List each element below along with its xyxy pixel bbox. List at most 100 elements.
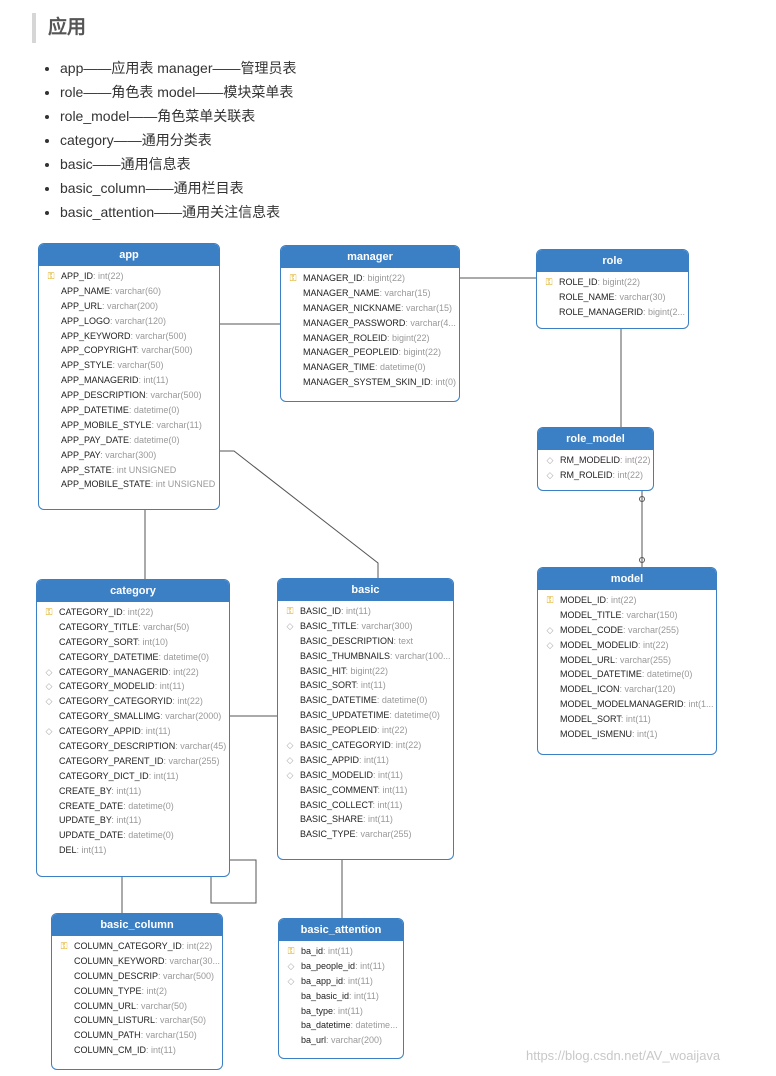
column-name: DEL bbox=[59, 845, 77, 856]
table-columns: ⚿MODEL_ID: int(22)MODEL_TITLE: varchar(1… bbox=[538, 590, 716, 748]
column-row: UPDATE_BY: int(11) bbox=[37, 813, 229, 828]
column-row: ba_datetime: datetime... bbox=[279, 1018, 403, 1033]
column-type: : varchar(60) bbox=[110, 285, 162, 296]
column-row: APP_DESCRIPTION: varchar(500) bbox=[39, 388, 219, 403]
column-type: : datetime(0) bbox=[128, 405, 180, 416]
column-row: MODEL_SORT: int(11) bbox=[538, 712, 716, 727]
column-type: : int(0) bbox=[430, 377, 457, 388]
column-name: APP_DESCRIPTION bbox=[61, 390, 146, 401]
column-name: ROLE_MANAGERID bbox=[559, 306, 644, 317]
column-name: MANAGER_NICKNAME bbox=[303, 302, 402, 313]
column-row: APP_KEYWORD: varchar(500) bbox=[39, 329, 219, 344]
foreign-key-diamond-icon: ◇ bbox=[45, 726, 53, 737]
column-row: COLUMN_URL: varchar(50) bbox=[52, 999, 222, 1014]
column-type: : varchar(300) bbox=[356, 620, 413, 631]
column-name: BASIC_APPID bbox=[300, 754, 360, 765]
column-type: : bigint(2... bbox=[643, 306, 686, 317]
column-row: UPDATE_DATE: datetime(0) bbox=[37, 828, 229, 843]
column-type: : int(11) bbox=[138, 375, 169, 386]
column-name: APP_DATETIME bbox=[61, 405, 129, 416]
list-item: role——角色表 model——模块菜单表 bbox=[60, 80, 297, 104]
column-name: ROLE_ID bbox=[559, 277, 598, 287]
relation-line-app-basic bbox=[219, 450, 379, 578]
column-type: : int(22) bbox=[168, 666, 199, 677]
column-type: : int(11) bbox=[349, 990, 379, 1001]
column-row: MANAGER_PEOPLEID: bigint(22) bbox=[281, 345, 459, 360]
column-type: : varchar(15) bbox=[401, 302, 453, 313]
foreign-key-diamond-icon: ◇ bbox=[286, 769, 294, 780]
table-columns: ⚿BASIC_ID: int(11)◇BASIC_TITLE: varchar(… bbox=[278, 601, 453, 848]
column-name: BASIC_COLLECT bbox=[300, 799, 373, 810]
column-name: COLUMN_TYPE bbox=[74, 985, 142, 996]
relation-line-category-self bbox=[210, 859, 257, 904]
column-row: COLUMN_PATH: varchar(150) bbox=[52, 1028, 222, 1043]
column-row: MODEL_ICON: varchar(120) bbox=[538, 682, 716, 697]
column-type: : varchar(255) bbox=[623, 624, 680, 635]
table-title: app bbox=[39, 244, 219, 266]
column-type: : int(11) bbox=[76, 845, 107, 856]
column-name: BASIC_UPDATETIME bbox=[300, 710, 390, 721]
column-name: BASIC_THUMBNAILS bbox=[300, 650, 391, 661]
column-type: : bigint(22) bbox=[597, 277, 641, 287]
column-type: : int(11) bbox=[148, 770, 179, 781]
foreign-key-diamond-icon: ◇ bbox=[286, 754, 294, 765]
table-title: category bbox=[37, 580, 229, 602]
column-row: CATEGORY_DATETIME: datetime(0) bbox=[37, 650, 229, 665]
column-type: : varchar(255) bbox=[163, 755, 220, 766]
primary-key-icon: ⚿ bbox=[545, 277, 553, 287]
table-manager: manager ⚿MANAGER_ID: bigint(22)MANAGER_N… bbox=[280, 245, 460, 402]
column-name: RM_MODELID bbox=[560, 455, 621, 465]
column-row: ⚿CATEGORY_ID: int(22) bbox=[37, 605, 229, 620]
column-row: CATEGORY_DESCRIPTION: varchar(45) bbox=[37, 739, 229, 754]
column-name: UPDATE_BY bbox=[59, 815, 112, 826]
column-name: APP_STYLE bbox=[61, 360, 113, 371]
column-name: APP_KEYWORD bbox=[61, 330, 131, 341]
column-type: : int(11) bbox=[377, 784, 408, 795]
table-app: app ⚿APP_ID: int(22)APP_NAME: varchar(60… bbox=[38, 243, 220, 510]
column-name: COLUMN_CATEGORY_ID bbox=[74, 941, 182, 951]
column-row: MANAGER_NAME: varchar(15) bbox=[281, 286, 459, 301]
table-title: model bbox=[538, 568, 716, 590]
column-type: : text bbox=[393, 635, 414, 646]
foreign-key-diamond-icon: ◇ bbox=[45, 666, 53, 677]
column-name: COLUMN_DESCRIP bbox=[74, 970, 159, 981]
column-name: BASIC_DATETIME bbox=[300, 695, 377, 706]
table-basic-column: basic_column ⚿COLUMN_CATEGORY_ID: int(22… bbox=[51, 913, 223, 1070]
column-row: APP_COPYRIGHT: varchar(500) bbox=[39, 343, 219, 358]
column-name: COLUMN_PATH bbox=[74, 1030, 141, 1041]
column-row: APP_MANAGERID: int(11) bbox=[39, 373, 219, 388]
column-type: : int(11) bbox=[140, 726, 171, 737]
column-row: ◇RM_MODELID: int(22) bbox=[538, 453, 653, 468]
column-row: APP_STYLE: varchar(50) bbox=[39, 358, 219, 373]
column-type: : varchar(120) bbox=[110, 315, 167, 326]
column-type: : int(22) bbox=[606, 595, 637, 605]
column-type: : int(11) bbox=[363, 814, 393, 825]
column-row: MODEL_DATETIME: datetime(0) bbox=[538, 667, 716, 682]
column-row: ba_type: int(11) bbox=[279, 1004, 403, 1019]
column-type: : varchar(300) bbox=[100, 449, 157, 460]
column-type: : varchar(500) bbox=[145, 390, 202, 401]
column-type: : bigint(22) bbox=[387, 332, 430, 343]
column-name: MODEL_MODELID bbox=[560, 639, 639, 650]
column-name: MODEL_DATETIME bbox=[560, 669, 642, 680]
column-name: ba_type bbox=[301, 1005, 334, 1016]
column-row: CATEGORY_TITLE: varchar(50) bbox=[37, 620, 229, 635]
column-row: BASIC_DESCRIPTION: text bbox=[278, 634, 453, 649]
column-row: ⚿ ROLE_ID: bigint(22) bbox=[537, 275, 688, 290]
table-title: basic_column bbox=[52, 914, 222, 936]
column-name: UPDATE_DATE bbox=[59, 830, 124, 841]
column-type: : varchar(30... bbox=[164, 955, 221, 966]
column-name: APP_STATE bbox=[61, 464, 112, 475]
column-type: : varchar(100... bbox=[390, 650, 451, 661]
column-type: : int(22) bbox=[612, 469, 644, 480]
table-columns: ◇RM_MODELID: int(22)◇RM_ROLEID: int(22) bbox=[538, 450, 653, 489]
column-row: ⚿COLUMN_CATEGORY_ID: int(22) bbox=[52, 939, 222, 954]
column-type: : int(22) bbox=[122, 607, 154, 617]
column-type: : int(1... bbox=[683, 699, 714, 710]
primary-key-icon: ⚿ bbox=[286, 606, 294, 616]
column-row: BASIC_COMMENT: int(11) bbox=[278, 783, 453, 798]
primary-key-icon: ⚿ bbox=[289, 273, 297, 283]
column-type: : int(11) bbox=[620, 714, 651, 725]
column-name: BASIC_HIT bbox=[300, 665, 346, 676]
table-role-model: role_model ◇RM_MODELID: int(22)◇RM_ROLEI… bbox=[537, 427, 654, 491]
